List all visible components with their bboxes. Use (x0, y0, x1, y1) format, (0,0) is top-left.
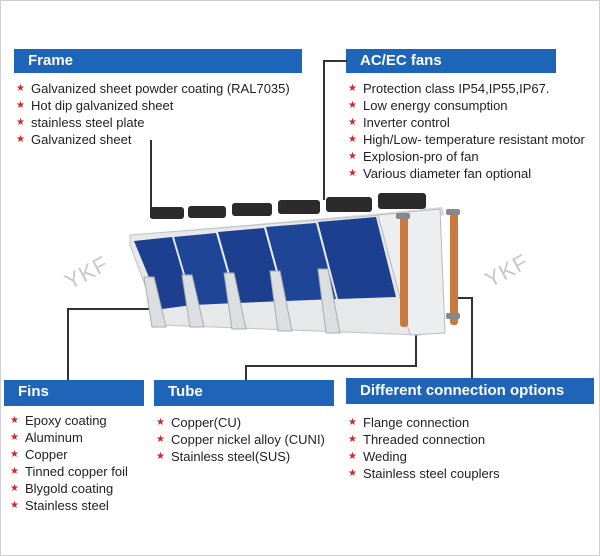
list-item: ★Explosion-pro of fan (348, 149, 479, 164)
list-item: ★Hot dip galvanized sheet (16, 98, 174, 113)
list-item: ★Weding (348, 449, 407, 464)
tube-connector-line-up (415, 312, 417, 367)
frame-list: ★Galvanized sheet powder coating (RAL703… (16, 80, 290, 148)
dry-cooler-illustration (129, 193, 460, 336)
fins-header-rule (4, 404, 144, 406)
star-icon: ★ (348, 468, 357, 479)
fins-connector-line-v (67, 308, 69, 380)
star-icon: ★ (10, 483, 19, 494)
connection-list: ★Flange connection ★Threaded connection … (348, 414, 500, 482)
list-item: ★Galvanized sheet (16, 132, 132, 147)
connection-header: Different connection options (346, 378, 594, 404)
tube-header-rule (154, 404, 334, 406)
list-item: ★Various diameter fan optional (348, 166, 532, 181)
connection-connector-line-v (471, 297, 473, 378)
tube-list: ★Copper(CU) ★Copper nickel alloy (CUNI) … (156, 414, 325, 465)
fan-row (150, 193, 426, 219)
star-icon: ★ (16, 117, 25, 128)
list-item: ★Flange connection (348, 415, 470, 430)
star-icon: ★ (348, 100, 357, 111)
fans-list: ★Protection class IP54,IP55,IP67. ★Low e… (348, 80, 585, 182)
list-item: ★Aluminum (10, 430, 83, 445)
list-item: ★Low energy consumption (348, 98, 508, 113)
frame-title: Frame (28, 52, 74, 69)
list-item: ★High/Low- temperature resistant motor (348, 132, 585, 147)
star-icon: ★ (10, 500, 19, 511)
frame-header: Frame (14, 49, 302, 73)
fins-header: Fins (4, 380, 144, 404)
tube-title: Tube (168, 383, 203, 400)
star-icon: ★ (348, 451, 357, 462)
star-icon: ★ (348, 151, 357, 162)
fins-connector-line-h (67, 308, 157, 310)
star-icon: ★ (348, 168, 357, 179)
star-icon: ★ (10, 449, 19, 460)
tube-header: Tube (154, 380, 334, 404)
fans-connector-line-v (323, 60, 325, 200)
list-item: ★Stainless steel(SUS) (156, 449, 291, 464)
copper-headers (396, 209, 460, 327)
list-item: ★Copper (10, 447, 68, 462)
list-item: ★stainless steel plate (16, 115, 145, 130)
star-icon: ★ (10, 432, 19, 443)
fins-title: Fins (18, 383, 49, 400)
coil-panels (134, 217, 396, 309)
star-icon: ★ (348, 417, 357, 428)
list-item: ★Threaded connection (348, 432, 486, 447)
list-item: ★Tinned copper foil (10, 464, 128, 479)
star-icon: ★ (16, 83, 25, 94)
list-item: ★Stainless steel (10, 498, 109, 513)
list-item: ★Copper(CU) (156, 415, 242, 430)
star-icon: ★ (348, 83, 357, 94)
frame-connector-line (150, 140, 152, 218)
star-icon: ★ (156, 451, 165, 462)
star-icon: ★ (10, 466, 19, 477)
star-icon: ★ (16, 100, 25, 111)
list-item: ★Blygold coating (10, 481, 114, 496)
tube-connector-line-h (245, 365, 417, 367)
support-legs (143, 268, 341, 334)
fans-header: AC/EC fans (346, 49, 556, 73)
list-item: ★Copper nickel alloy (CUNI) (156, 432, 325, 447)
fins-list: ★Epoxy coating ★Aluminum ★Copper ★Tinned… (10, 412, 128, 514)
star-icon: ★ (16, 134, 25, 145)
star-icon: ★ (348, 434, 357, 445)
star-icon: ★ (348, 134, 357, 145)
list-item: ★Stainless steel couplers (348, 466, 500, 481)
fans-title: AC/EC fans (360, 52, 442, 69)
connection-title: Different connection options (360, 382, 565, 399)
list-item: ★Protection class IP54,IP55,IP67. (348, 81, 550, 96)
star-icon: ★ (156, 434, 165, 445)
list-item: ★Galvanized sheet powder coating (RAL703… (16, 81, 290, 96)
list-item: ★Inverter control (348, 115, 450, 130)
tube-connector-line-v (245, 365, 247, 380)
star-icon: ★ (348, 117, 357, 128)
star-icon: ★ (10, 415, 19, 426)
list-item: ★Epoxy coating (10, 413, 107, 428)
star-icon: ★ (156, 417, 165, 428)
connection-connector-line-h (452, 297, 472, 299)
fans-connector-line-h (323, 60, 347, 62)
